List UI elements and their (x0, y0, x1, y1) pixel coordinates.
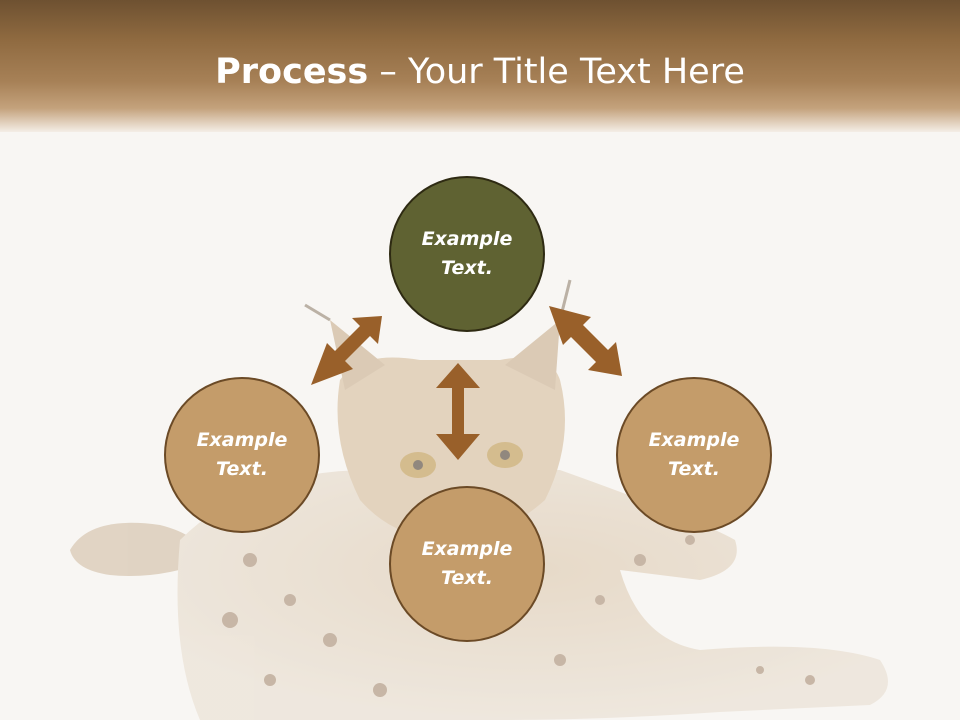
title-bold: Process (215, 52, 369, 92)
node-top-text: Example Text. (421, 228, 513, 279)
process-node-right: Example Text. (616, 377, 772, 533)
title-rest: – Your Title Text Here (368, 52, 745, 92)
process-node-left: Example Text. (164, 377, 320, 533)
double-arrow-icon-center (436, 363, 480, 460)
double-arrow-icon-right (549, 306, 622, 376)
node-right-text: Example Text. (648, 429, 740, 480)
process-node-top: Example Text. (389, 176, 545, 332)
node-bottom-text: Example Text. (421, 538, 513, 589)
title-bar (0, 0, 960, 132)
process-node-bottom: Example Text. (389, 486, 545, 642)
slide-title: Process – Your Title Text Here (0, 52, 960, 92)
node-left-text: Example Text. (196, 429, 288, 480)
double-arrow-icon-left (311, 316, 382, 385)
